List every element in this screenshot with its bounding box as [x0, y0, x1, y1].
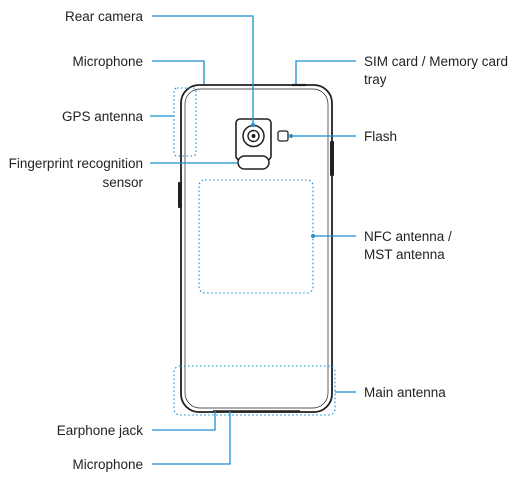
phone-body [178, 83, 334, 413]
sim-tray-label-line1: SIM card / Memory card [364, 54, 508, 69]
nfc-label-line1: NFC antenna / [364, 229, 452, 244]
sim-tray-label-line2: tray [364, 72, 387, 87]
main-antenna-region [173, 365, 336, 416]
fingerprint-sensor [237, 155, 270, 170]
side-button-left [178, 182, 182, 208]
flash-leader-dot [289, 134, 293, 138]
earphone-jack-leader [152, 411, 216, 431]
earphone-jack-label: Earphone jack [57, 423, 144, 438]
main-antenna-label: Main antenna [364, 385, 446, 400]
rear-camera-leader [152, 15, 254, 125]
microphone-bottom-label: Microphone [72, 457, 143, 472]
side-button-right [330, 141, 334, 176]
fingerprint-label-line1: Fingerprint recognition [9, 156, 143, 171]
rear-camera-label: Rear camera [65, 9, 144, 24]
camera-lens [247, 129, 260, 143]
microphone-top-leader [152, 60, 205, 84]
gps-antenna-region [173, 87, 197, 157]
fingerprint-label-line2: sensor [102, 175, 143, 190]
gps-antenna-label: GPS antenna [62, 109, 144, 124]
nfc-antenna-region [198, 179, 314, 294]
phone-outline [180, 84, 333, 413]
rear-camera-leader-dot [251, 123, 255, 127]
nfc-label-line2: MST antenna [364, 247, 445, 262]
microphone-bottom-leader [152, 411, 231, 465]
sim-tray-leader [295, 60, 356, 84]
flash-unit [277, 130, 289, 142]
nfc-leader-dot [311, 234, 315, 238]
flash-label: Flash [364, 129, 397, 144]
microphone-top-label: Microphone [72, 54, 143, 69]
phone-inner-edge [184, 88, 329, 409]
camera-lens-center [251, 134, 256, 138]
